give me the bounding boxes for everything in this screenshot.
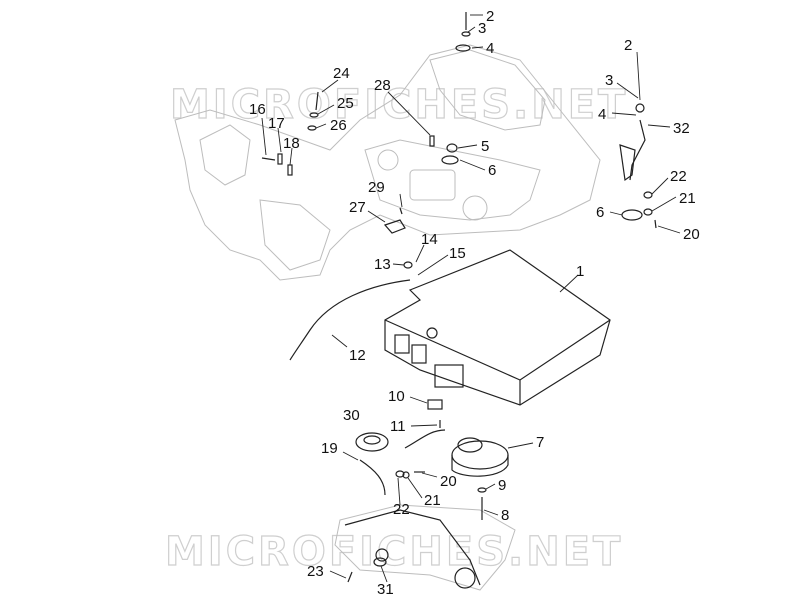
disc-30 [355, 432, 389, 452]
callout-24: 24 [333, 65, 350, 82]
callout-4: 4 [486, 40, 494, 57]
watermark-bottom: MICROFICHES.NET [165, 529, 623, 575]
frame-ghost [174, 44, 601, 281]
callout-11: 11 [390, 418, 406, 435]
callout-21: 21 [424, 492, 441, 509]
sensor-7 [404, 429, 509, 477]
callout-18: 18 [283, 135, 300, 152]
callout-14: 14 [421, 231, 438, 248]
callout-29: 29 [368, 179, 385, 196]
swingarm-ghost [334, 459, 516, 591]
callout-32: 32 [673, 120, 690, 137]
callout-13: 13 [374, 256, 391, 273]
callout-15: 15 [449, 245, 466, 262]
callout-8: 8 [501, 507, 509, 524]
callout-19: 19 [321, 440, 338, 457]
callout-6: 6 [488, 162, 496, 179]
callout-9: 9 [498, 477, 506, 494]
callout-3: 3 [478, 20, 486, 37]
callout-17: 17 [268, 115, 285, 132]
control-unit [384, 249, 611, 406]
callout-28: 28 [374, 77, 391, 94]
callout-12: 12 [349, 347, 366, 364]
callout-22: 22 [393, 501, 410, 518]
callout-7: 7 [536, 434, 544, 451]
callout-3: 3 [605, 72, 613, 89]
callout-31: 31 [377, 581, 394, 598]
watermark-top: MICROFICHES.NET [170, 82, 628, 128]
callout-20: 20 [683, 226, 700, 243]
callout-5: 5 [481, 138, 489, 155]
callout-2: 2 [624, 37, 632, 54]
callout-22: 22 [670, 168, 687, 185]
callout-30: 30 [343, 407, 360, 424]
callout-2: 2 [486, 8, 494, 25]
callout-4: 4 [598, 106, 606, 123]
cable-12 [289, 279, 411, 361]
callout-10: 10 [388, 388, 405, 405]
callout-21: 21 [679, 190, 696, 207]
leader-lines [261, 14, 681, 583]
callout-1: 1 [576, 263, 584, 280]
callout-6: 6 [596, 204, 604, 221]
callout-16: 16 [249, 101, 266, 118]
hardware-small [261, 12, 487, 583]
callout-23: 23 [307, 563, 324, 580]
callout-25: 25 [337, 95, 354, 112]
callout-26: 26 [330, 117, 347, 134]
callout-20: 20 [440, 473, 457, 490]
callout-27: 27 [349, 199, 366, 216]
callout-labels: 1 2 3 4 2 3 4 32 24 25 26 16 17 18 28 5 … [249, 8, 700, 598]
